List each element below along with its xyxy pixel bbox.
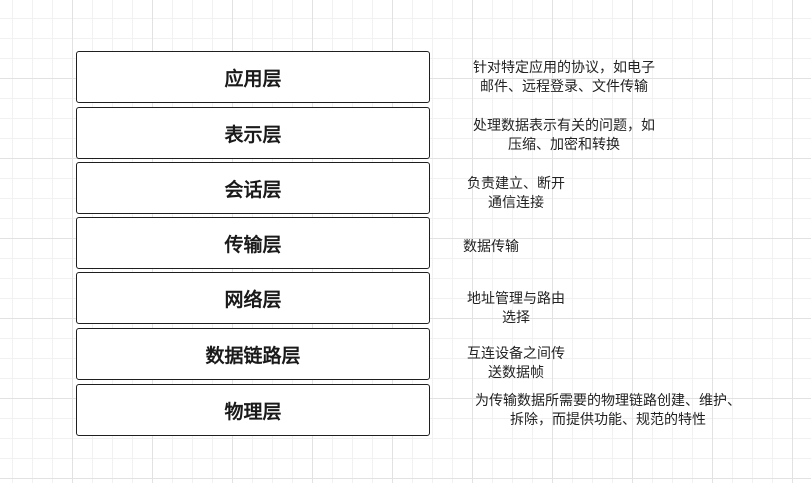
layer-box-session: 会话层 (76, 162, 430, 214)
layer-description-data-link: 互连设备之间传 送数据帧 (467, 346, 565, 381)
layer-description-application: 针对特定应用的协议，如电子 邮件、远程登录、文件传输 (473, 60, 655, 95)
layer-box-application: 应用层 (76, 51, 430, 103)
layer-description-presentation: 处理数据表示有关的问题，如 压缩、加密和转换 (473, 118, 655, 153)
layer-box-network: 网络层 (76, 272, 430, 324)
layer-description-session: 负责建立、断开 通信连接 (467, 176, 565, 211)
layer-description-physical: 为传输数据所需要的物理链路创建、维护、 拆除，而提供功能、规范的特性 (475, 393, 741, 428)
layer-description-network: 地址管理与路由 选择 (467, 291, 565, 326)
layer-box-physical: 物理层 (76, 384, 430, 436)
layer-box-transport: 传输层 (76, 217, 430, 269)
layer-description-transport: 数据传输 (463, 239, 519, 255)
layer-box-data-link: 数据链路层 (76, 328, 430, 380)
layer-box-presentation: 表示层 (76, 107, 430, 159)
